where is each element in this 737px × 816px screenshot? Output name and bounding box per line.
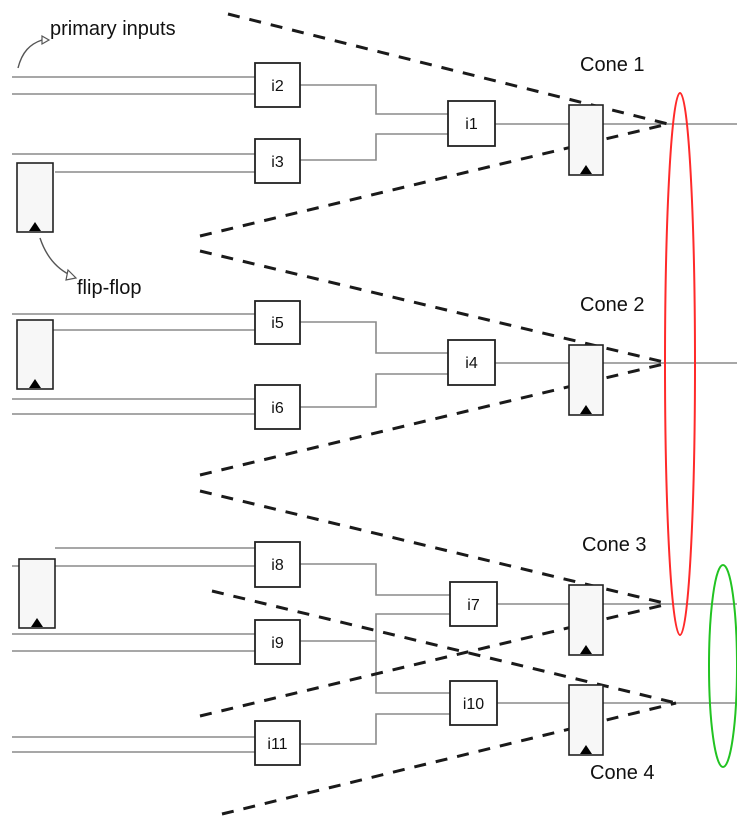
gate-i1: i1 bbox=[447, 100, 496, 147]
gate-i7: i7 bbox=[449, 581, 498, 627]
gate-i10: i10 bbox=[449, 680, 498, 726]
flip-flop-output-4 bbox=[568, 684, 604, 756]
gate-i6: i6 bbox=[254, 384, 301, 430]
primary-inputs-callout: primary inputs bbox=[17, 18, 176, 69]
clock-triangle-icon bbox=[580, 405, 592, 414]
cone3-label: Cone 3 bbox=[582, 534, 647, 556]
gate-i8: i8 bbox=[254, 541, 301, 588]
cone4-label: Cone 4 bbox=[590, 762, 655, 784]
wires bbox=[12, 76, 737, 753]
gate-i10-label: i10 bbox=[463, 696, 484, 713]
clock-triangle-icon bbox=[580, 745, 592, 754]
gate-i1-label: i1 bbox=[465, 116, 478, 133]
flip-flop-callout: flip-flop bbox=[39, 237, 141, 299]
cone4-lower-boundary bbox=[221, 701, 677, 816]
gate-i3-label: i3 bbox=[271, 154, 284, 171]
gates: i2 i3 i1 i5 i6 i4 i8 i9 bbox=[254, 62, 498, 766]
gate-i5: i5 bbox=[254, 300, 301, 345]
flip-flop-output-3 bbox=[568, 584, 604, 656]
gate-i11: i11 bbox=[254, 720, 301, 766]
flip-flop-output-1 bbox=[568, 104, 604, 176]
flip-flop-output-2 bbox=[568, 344, 604, 416]
gate-i4-label: i4 bbox=[465, 355, 478, 372]
flip-flop-label: flip-flop bbox=[77, 277, 141, 299]
gate-i5-label: i5 bbox=[271, 315, 284, 332]
flip-flop-input-3 bbox=[18, 558, 56, 629]
cone-group-green-ellipse bbox=[708, 564, 737, 768]
gate-i6-label: i6 bbox=[271, 400, 284, 417]
gate-i4: i4 bbox=[447, 339, 496, 386]
clock-triangle-icon bbox=[580, 645, 592, 654]
arrow-head-icon bbox=[65, 268, 78, 281]
cone-group-red-ellipse bbox=[664, 92, 696, 636]
arrow-head-icon bbox=[41, 34, 51, 46]
cone2-label: Cone 2 bbox=[580, 294, 645, 316]
gate-i2: i2 bbox=[254, 62, 301, 108]
flip-flops bbox=[16, 104, 604, 756]
gate-i11-label: i11 bbox=[267, 736, 287, 753]
flip-flop-input-2 bbox=[16, 319, 54, 390]
gate-i8-label: i8 bbox=[271, 557, 284, 574]
gate-i7-label: i7 bbox=[467, 597, 480, 614]
cone1-label: Cone 1 bbox=[580, 54, 645, 76]
clock-triangle-icon bbox=[31, 618, 43, 627]
gate-i3: i3 bbox=[254, 138, 301, 184]
primary-inputs-label: primary inputs bbox=[50, 18, 176, 40]
clock-triangle-icon bbox=[29, 379, 41, 388]
gate-i9-label: i9 bbox=[271, 635, 284, 652]
gate-i9: i9 bbox=[254, 619, 301, 665]
clock-triangle-icon bbox=[580, 165, 592, 174]
clock-triangle-icon bbox=[29, 222, 41, 231]
flip-flop-input-1 bbox=[16, 162, 54, 233]
gate-i2-label: i2 bbox=[271, 78, 284, 95]
